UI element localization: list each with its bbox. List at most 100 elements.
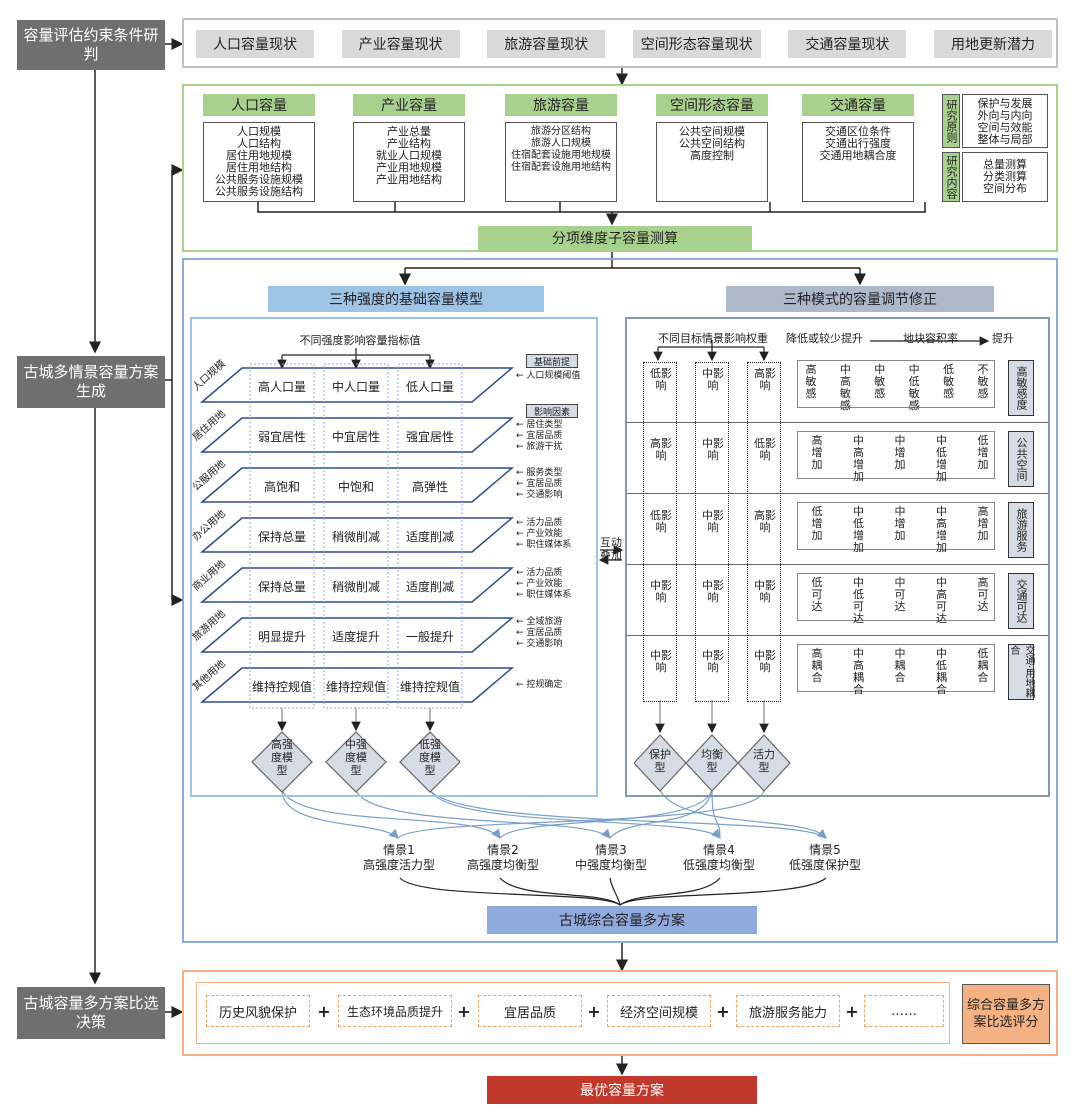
level-item: 中高增加 (853, 434, 864, 483)
factors-row-2: ← 服务类型 ← 宜居品质 ← 交通影响 (516, 468, 592, 501)
cell-4-0: 保持总量 (257, 579, 306, 594)
weight-0-2: 高影响 (754, 367, 776, 392)
cell-0-2: 低人口量 (405, 379, 454, 394)
factors-row-5: ← 全域旅游 ← 宜居品质 ← 交通影响 (516, 617, 592, 650)
factor-text: 宜居品质 (526, 628, 563, 638)
level-item: 中低增加 (936, 434, 947, 483)
cell-5-1: 适度提升 (331, 629, 380, 644)
cell-1-0: 弱宜居性 (257, 429, 306, 444)
diamond-protect (634, 734, 687, 792)
capacity-item: 公共服务设施规模 (215, 173, 303, 186)
scenario-2: 情景2 高强度均衡型 (440, 843, 566, 873)
levels-row-0: 高敏感 中高敏感 中敏感 中低敏感 低敏感 不敏感 (804, 363, 990, 412)
factors-row-6: ← 控规确定 (516, 680, 592, 691)
model-high-label: 高强度模型 (271, 738, 293, 777)
model-title: 三种强度的基础容量模型 (268, 286, 544, 312)
mode-protect-label: 保护型 (649, 748, 671, 774)
capacity-spatial-title: 空间形态容量 (656, 94, 768, 116)
research-principle-label: 研究原则 (942, 94, 960, 148)
adjust-header-text: 提升 (992, 332, 1014, 345)
level-item: 中增加 (894, 505, 906, 542)
capacity-population-items: 人口规模 人口结构 居住用地规模 居住用地结构 公共服务设施规模 公共服务设施结… (203, 122, 315, 202)
capacity-item: 公共空间结构 (679, 137, 745, 150)
diamond-vitality (737, 734, 791, 792)
diamond-mid (325, 731, 387, 793)
research-principles: 保护与发展 外向与内向 空间与效能 整体与局部 (962, 94, 1048, 148)
scenario-5: 情景5 低强度保护型 (762, 843, 888, 873)
factors-row-0: ← 人口规模阈值 (516, 371, 592, 382)
levels-row-1: 高增加 中高增加 中增加 中低增加 低增加 (810, 434, 990, 483)
target-label-3: 交通可达 (1008, 573, 1034, 629)
col-mid-dash (323, 363, 389, 709)
row-separator (627, 422, 1048, 423)
criterion-tourism: 旅游服务能力 (736, 995, 840, 1027)
row-separator (627, 564, 1048, 565)
factor-text: 居住类型 (526, 420, 563, 430)
plus-sign: + (845, 1001, 859, 1021)
capacity-traffic-title: 交通容量 (802, 94, 914, 116)
mode-diamonds (634, 734, 791, 792)
factor-item: ← 居住类型 (516, 420, 563, 430)
level-item: 中低敏感 (908, 363, 920, 412)
status-traffic: 交通容量现状 (788, 30, 907, 58)
factor-item: ← 宜居品质 (516, 431, 563, 441)
criteria-frame (196, 982, 950, 1044)
status-industry: 产业容量现状 (341, 30, 460, 58)
criterion-ecology: 生态环境品质提升 (338, 995, 452, 1027)
capacity-item: 居住用地规模 (226, 149, 292, 162)
sub-capacity-calc: 分项维度子容量测算 (478, 226, 752, 250)
principle-item: 外向与内向 (977, 109, 1033, 122)
content-item: 分类测算 (983, 170, 1027, 183)
col-low-dash (397, 363, 463, 709)
level-item: 高可达 (977, 576, 989, 613)
cell-5-0: 明显提升 (257, 629, 306, 644)
tag-text: 基础前提 (533, 357, 570, 368)
content-item: 空间分布 (983, 182, 1027, 195)
factor-text: 产业效能 (526, 579, 563, 589)
cell-5-2: 一般提升 (405, 629, 454, 644)
model-title-text: 三种强度的基础容量模型 (329, 292, 483, 308)
levels-row-3: 低可达 中低可达 中可达 中高可达 高可达 (810, 576, 990, 625)
current-status-panel (182, 18, 1058, 68)
capacity-title: 旅游容量 (533, 98, 589, 114)
step-label: 容量评估约束条件研判 (23, 26, 159, 63)
factor-text: 宜居品质 (526, 431, 563, 441)
weight-header: 不同目标情景影响权重 (648, 330, 778, 346)
cell-3-2: 适度削减 (405, 529, 454, 544)
adjust-header-mid: 地块容积率 (903, 330, 973, 346)
level-item: 中耦合 (894, 647, 906, 684)
factor-item: ← 服务类型 (516, 468, 563, 478)
layer-shape (199, 567, 515, 603)
status-land-renewal: 用地更新潜力 (933, 30, 1052, 58)
factor-text: 活力品质 (526, 518, 563, 528)
factor-item: ← 产业效能 (516, 579, 563, 589)
factor-text: 人口规模阈值 (526, 371, 581, 381)
capacity-item: 公共空间规模 (679, 125, 745, 138)
criterion-heritage: 历史风貌保护 (206, 995, 310, 1027)
plus-sign: + (317, 1001, 331, 1021)
adjust-header-text: 降低或较少提升 (786, 332, 863, 345)
criterion-economy: 经济空间规模 (607, 995, 711, 1027)
scenario-name: 低强度保护型 (788, 858, 861, 872)
basic-premise-tag: 基础前提 (526, 354, 578, 368)
model-low-label: 低强度模型 (419, 738, 441, 777)
status-spatial: 空间形态容量现状 (632, 30, 761, 58)
step-label: 古城容量多方案比选决策 (23, 994, 159, 1031)
cell-3-0: 保持总量 (257, 529, 306, 544)
target-label-2: 旅游服务 (1008, 502, 1034, 558)
capacity-item: 旅游分区结构 (531, 126, 591, 137)
capacity-item: 产业用地结构 (376, 173, 442, 186)
scenario-1: 情景1 高强度活力型 (336, 843, 462, 873)
scenario-num: 情景1 (383, 843, 415, 857)
level-bar-3 (797, 573, 995, 621)
capacity-spatial-items: 公共空间规模 公共空间结构 高度控制 (656, 122, 768, 202)
adjust-model-box (625, 317, 1050, 797)
intensity-header: 不同强度影响容量指标值 (260, 332, 460, 348)
adjust-title: 三种模式的容量调节修正 (726, 286, 994, 312)
capacity-item: 人口结构 (237, 137, 281, 150)
level-item: 中高可达 (936, 576, 947, 625)
cell-2-0: 高饱和 (263, 479, 300, 494)
intensity-header-text: 不同强度影响容量指标值 (299, 334, 421, 347)
capacity-title: 人口容量 (231, 98, 287, 114)
weight-3-1: 中影响 (702, 579, 724, 604)
